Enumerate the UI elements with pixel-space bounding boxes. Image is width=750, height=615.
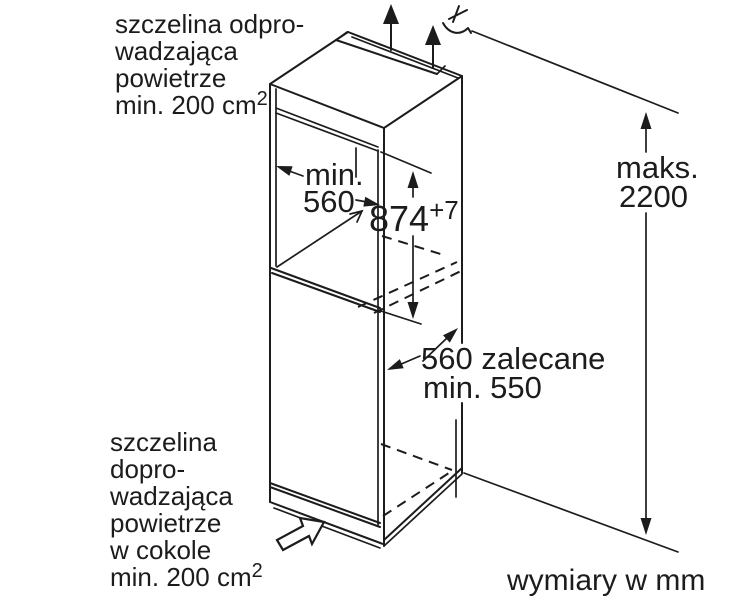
top-panel-back-edge	[335, 39, 438, 75]
air-out-arrow-icon-1	[383, 4, 399, 24]
top-vent-area: min. 200 cm2	[115, 88, 268, 120]
label-plinth-vent: szczelina dopro- wadzająca powietrze w c…	[109, 427, 263, 592]
niche-bottom-extension	[380, 310, 422, 325]
label-top-vent: szczelina odpro- wadzająca powietrze min…	[114, 9, 304, 120]
plinth-vent-line4: powietrze	[110, 508, 221, 538]
door-bottom-edge-a	[269, 482, 381, 524]
niche-ceiling-line-a	[275, 107, 379, 148]
door-top-edge-b	[271, 272, 381, 313]
depth-label-line2: min. 550	[423, 370, 542, 405]
depth-label-line1: 560 zalecane	[421, 341, 605, 376]
air-out-arrow-icon-2	[425, 25, 441, 45]
niche-floor-hidden-a	[357, 261, 458, 308]
door-top-edge-a	[270, 267, 381, 309]
airflow-curve-icon	[442, 5, 472, 34]
dimension-niche-width: min. 560	[276, 157, 380, 219]
plinth-vent-line3: wadzająca	[109, 481, 233, 511]
hidden-edges	[357, 235, 462, 517]
top-vent-strip-outer	[347, 31, 463, 77]
top-vent-line3: powietrze	[115, 63, 226, 93]
dimension-depth: 560 zalecane min. 550	[387, 328, 605, 405]
niche-top-extension	[380, 151, 432, 174]
air-in-arrow-icon	[275, 516, 326, 552]
top-vent-arrows	[383, 4, 472, 69]
base-band-top	[269, 501, 384, 545]
plinth-vent-line2: dopro-	[110, 454, 185, 484]
base-back-hidden	[380, 443, 453, 471]
cabinet-top-right-edge	[383, 75, 463, 129]
dimension-max-height: maks. 2200	[463, 30, 699, 553]
max-height-label-line1: maks.	[616, 150, 699, 185]
plinth-vent-area: min. 200 cm2	[110, 560, 263, 592]
niche-height-label: 874+7	[369, 195, 459, 239]
units-note: wymiary w mm	[506, 564, 705, 597]
niche-width-label-line2: 560	[303, 184, 355, 219]
cabinet-top-front-edge	[269, 83, 385, 129]
top-vent-notch-left	[335, 31, 348, 41]
niche-width-label-line1: min.	[305, 157, 364, 192]
niche-floor-left-junction	[276, 210, 363, 268]
niche-floor-back-hidden	[381, 235, 448, 257]
door-bottom-edge-b	[269, 486, 381, 528]
extension-line-top	[471, 30, 679, 114]
max-height-label-line2: 2200	[619, 179, 688, 214]
cabinet-outline	[269, 31, 463, 549]
side-bottom-edge-a	[383, 467, 463, 541]
top-vent-line2: wadzająca	[114, 36, 238, 66]
top-vent-strip-inner	[351, 36, 459, 79]
plinth-vent-line5: w cokole	[109, 535, 211, 565]
base-band-bottom	[273, 507, 381, 549]
plinth-vent-line1: szczelina	[110, 427, 217, 457]
niche-floor-hidden-b	[373, 270, 462, 314]
side-bottom-edge-b	[383, 473, 463, 547]
cabinet-top-left-edges	[269, 31, 349, 269]
base-side-hidden	[382, 470, 453, 517]
extension-line-bottom	[463, 472, 679, 553]
niche-ceiling-line-b	[275, 112, 379, 152]
niche-depth-arrowhead-icon	[349, 209, 364, 223]
top-vent-notch-right	[436, 65, 446, 75]
top-vent-line1: szczelina odpro-	[115, 9, 304, 39]
dimension-niche-height: 874+7	[369, 171, 459, 319]
